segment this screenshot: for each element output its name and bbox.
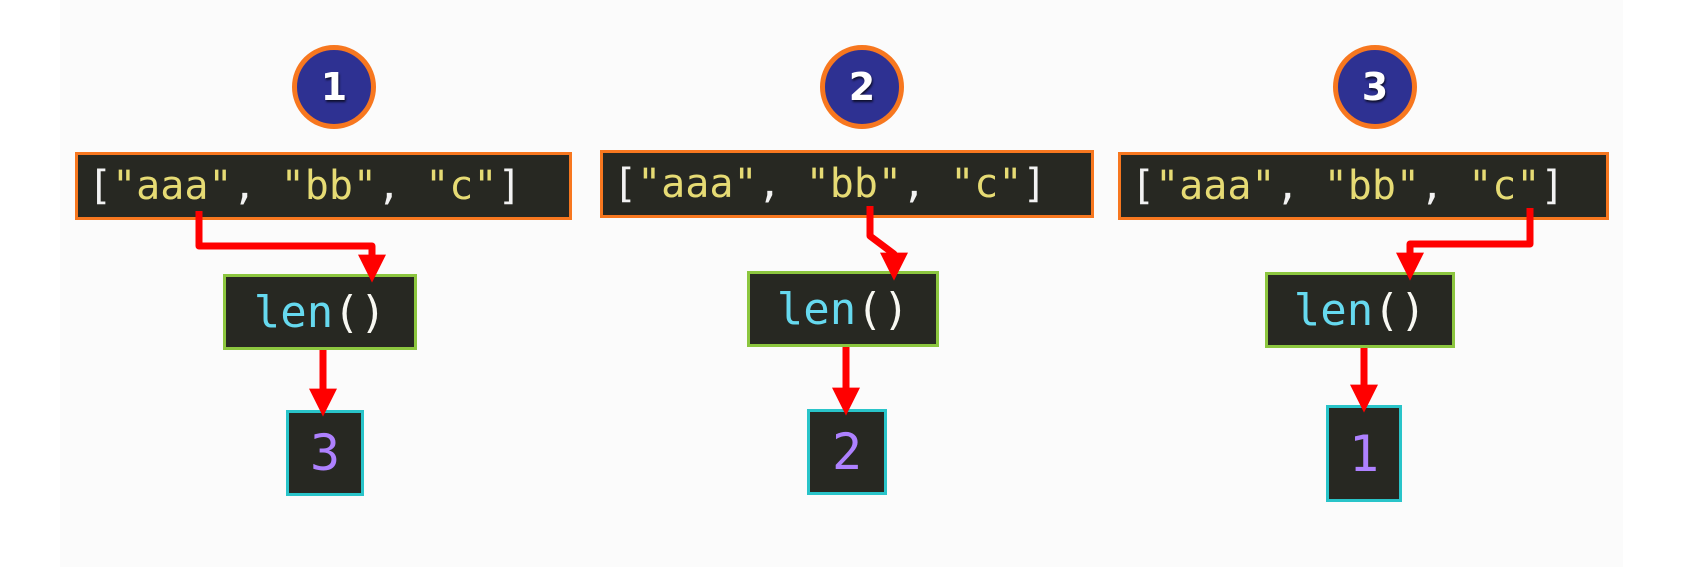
function-name: len: [253, 286, 334, 338]
string-list: ["aaa", "bb", "c"]: [1118, 152, 1609, 220]
step-number-badge: 1: [292, 45, 376, 129]
list-open-bracket: [: [88, 163, 113, 209]
result-box: 1: [1326, 405, 1402, 502]
list-item-c: "c": [950, 161, 1023, 207]
function-parens: (): [856, 283, 910, 335]
arrow-item-to-len: [1396, 208, 1534, 281]
function-name: len: [1293, 284, 1374, 336]
list-item-aaa: "aaa": [112, 163, 233, 209]
list-item-bb: "bb": [1323, 163, 1421, 209]
list-item-aaa: "aaa": [637, 161, 758, 207]
function-parens: (): [1373, 284, 1427, 336]
list-open-bracket: [: [1131, 163, 1156, 209]
list-separator: ,: [232, 163, 281, 209]
step-number-badge: 3: [1333, 45, 1417, 129]
function-name: len: [776, 283, 857, 335]
len-function-box: len(): [1265, 272, 1455, 348]
string-list: ["aaa", "bb", "c"]: [75, 152, 572, 220]
list-separator: ,: [377, 163, 426, 209]
len-function-box: len(): [223, 274, 417, 350]
list-separator: ,: [757, 161, 806, 207]
list-close-bracket: ]: [1540, 163, 1565, 209]
len-function-box: len(): [747, 271, 939, 347]
function-parens: (): [333, 286, 387, 338]
list-separator: ,: [1420, 163, 1469, 209]
result-box: 3: [286, 410, 364, 496]
list-item-c: "c": [425, 163, 498, 209]
arrow-item-to-len: [195, 211, 386, 283]
list-close-bracket: ]: [497, 163, 522, 209]
list-close-bracket: ]: [1022, 161, 1047, 207]
list-item-bb: "bb": [280, 163, 378, 209]
list-item-aaa: "aaa": [1155, 163, 1276, 209]
arrow-item-to-len: [866, 206, 908, 281]
list-item-c: "c": [1468, 163, 1541, 209]
list-separator: ,: [902, 161, 951, 207]
list-separator: ,: [1275, 163, 1324, 209]
result-box: 2: [807, 409, 887, 495]
list-open-bracket: [: [613, 161, 638, 207]
string-list: ["aaa", "bb", "c"]: [600, 150, 1094, 218]
step-number-badge: 2: [820, 45, 904, 129]
list-item-bb: "bb": [805, 161, 903, 207]
